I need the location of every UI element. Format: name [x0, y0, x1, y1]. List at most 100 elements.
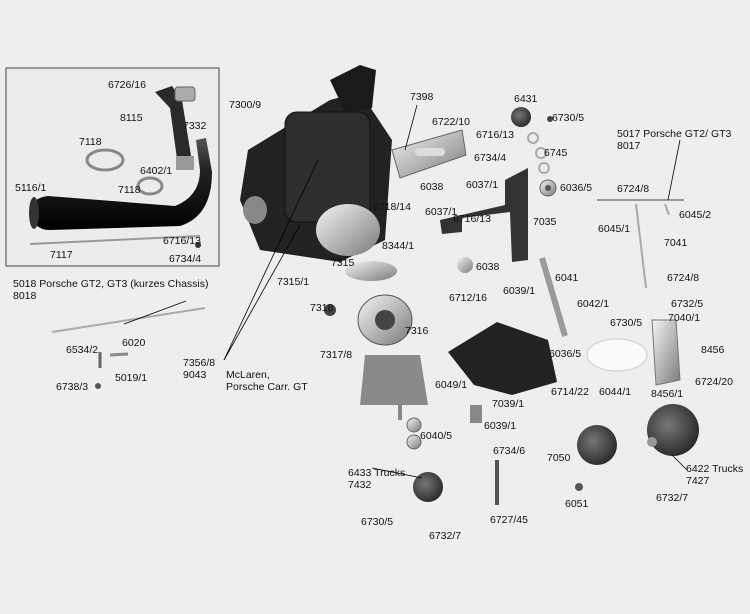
label-6020: 6020	[122, 337, 146, 349]
clamp-7118	[85, 148, 125, 172]
label-7035: 7035	[533, 216, 557, 228]
label-6422-trucks: 6422 Trucks	[686, 463, 744, 475]
exhaust-manifold	[155, 86, 192, 166]
label-6722-10: 6722/10	[432, 116, 470, 128]
label-7318: 7318	[310, 302, 334, 314]
label-6727-45: 6727/45	[490, 514, 528, 526]
label-6726-16: 6726/16	[108, 79, 146, 91]
pinion-6433	[413, 472, 443, 502]
label-6433-trucks: 6433 Trucks	[348, 467, 406, 479]
engine-bracket	[440, 168, 528, 262]
label-8115: 8115	[120, 112, 143, 124]
label-7041: 7041	[664, 237, 688, 249]
label-6051: 6051	[565, 498, 589, 510]
label-6724-8: 6724/8	[617, 183, 650, 195]
label-6730-5-c: 6730/5	[361, 516, 394, 528]
label-9043: 9043	[183, 369, 207, 381]
pinion-gear	[511, 107, 531, 127]
label-6716-13-b: 6716/13	[476, 129, 514, 141]
label-6732-5: 6732/5	[671, 298, 704, 310]
label-6534-2: 6534/2	[66, 344, 99, 356]
label-8017: 8017	[617, 140, 641, 152]
label-7427: 7427	[686, 475, 710, 487]
label-7332: 7332	[183, 120, 207, 132]
clutch-shoe-7315	[345, 261, 397, 281]
shaft-6041	[539, 257, 568, 337]
exhaust-rod	[29, 235, 201, 245]
label-6036-5-b: 6036/5	[549, 348, 582, 360]
label-7432: 7432	[348, 479, 372, 491]
label-6730-5-b: 6730/5	[610, 317, 643, 329]
clamp-7118-b	[136, 176, 164, 196]
label-6040-5: 6040/5	[420, 430, 453, 442]
manifold-gasket	[174, 86, 196, 102]
label-7040-1: 7040/1	[668, 312, 701, 324]
label-6745: 6745	[544, 147, 568, 159]
label-6734-6: 6734/6	[493, 445, 526, 457]
label-6724-20: 6724/20	[695, 376, 733, 388]
label-mclaren: McLaren,	[226, 369, 270, 381]
coupler-6402	[176, 156, 194, 170]
label-6039-1-b: 6039/1	[484, 420, 517, 432]
label-5017-title: 5017 Porsche GT2/ GT3	[617, 128, 732, 140]
exhaust-pipe	[29, 138, 212, 230]
rod-6045	[597, 199, 684, 289]
label-6037-1-b: 6037/1	[425, 206, 458, 218]
label-7118: 7118	[79, 136, 102, 148]
label-7356-8: 7356/8	[183, 357, 216, 369]
disc-6044	[586, 338, 648, 372]
label-7118-b: 7118	[118, 184, 141, 196]
leader-lines	[123, 104, 688, 479]
label-6730-5: 6730/5	[552, 112, 585, 124]
label-6714-22: 6714/22	[551, 386, 589, 398]
label-7050: 7050	[547, 452, 571, 464]
label-porsche: Porsche Carr. GT	[226, 381, 308, 393]
label-7117: 7117	[50, 249, 73, 261]
label-6716-13-c: 6716/13	[453, 213, 491, 225]
label-6045-1: 6045/1	[598, 223, 631, 235]
label-7315-1: 7315/1	[277, 276, 310, 288]
label-7316: 7316	[405, 325, 429, 337]
label-5019-1: 5019/1	[115, 372, 148, 384]
label-6041: 6041	[555, 272, 579, 284]
spur-gear-7050	[577, 425, 617, 465]
label-6734-4: 6734/4	[169, 253, 202, 265]
label-6718-14: 6718/14	[373, 201, 411, 213]
label-6038-b: 6038	[476, 261, 500, 273]
label-5018-title: 5018 Porsche GT2, GT3 (kurzes Chassis)	[13, 278, 209, 290]
bracket-8456	[651, 319, 681, 386]
label-8456: 8456	[701, 344, 725, 356]
rod-5018	[51, 307, 206, 333]
label-8344-1: 8344/1	[382, 240, 415, 252]
label-8456-1: 8456/1	[651, 388, 684, 400]
label-5116-1: 5116/1	[15, 182, 47, 194]
engine	[240, 65, 392, 262]
label-6049-1: 6049/1	[435, 379, 468, 391]
label-6037-1: 6037/1	[466, 179, 499, 191]
label-7039-1: 7039/1	[492, 398, 525, 410]
label-6732-7-b: 6732/7	[429, 530, 462, 542]
label-6045-2: 6045/2	[679, 209, 712, 221]
label-6039-1: 6039/1	[503, 285, 536, 297]
label-6716-13: 6716/13	[163, 235, 201, 247]
clutch-bell	[360, 355, 428, 405]
label-7317-8: 7317/8	[320, 349, 353, 361]
label-7300-9: 7300/9	[229, 99, 262, 111]
label-6044-1: 6044/1	[599, 386, 632, 398]
spur-gear-6422	[647, 404, 699, 456]
label-6431: 6431	[514, 93, 538, 105]
label-6724-8-b: 6724/8	[667, 272, 700, 284]
label-8018: 8018	[13, 290, 37, 302]
label-6734-4-b: 6734/4	[474, 152, 507, 164]
motor-plate	[448, 322, 557, 395]
label-6738-3: 6738/3	[56, 381, 89, 393]
label-7315: 7315	[331, 257, 355, 269]
label-6038: 6038	[420, 181, 444, 193]
label-6732-7: 6732/7	[656, 492, 689, 504]
label-6036-5: 6036/5	[560, 182, 593, 194]
label-7398: 7398	[410, 91, 434, 103]
label-6712-16: 6712/16	[449, 292, 487, 304]
label-6402-1: 6402/1	[140, 165, 173, 177]
